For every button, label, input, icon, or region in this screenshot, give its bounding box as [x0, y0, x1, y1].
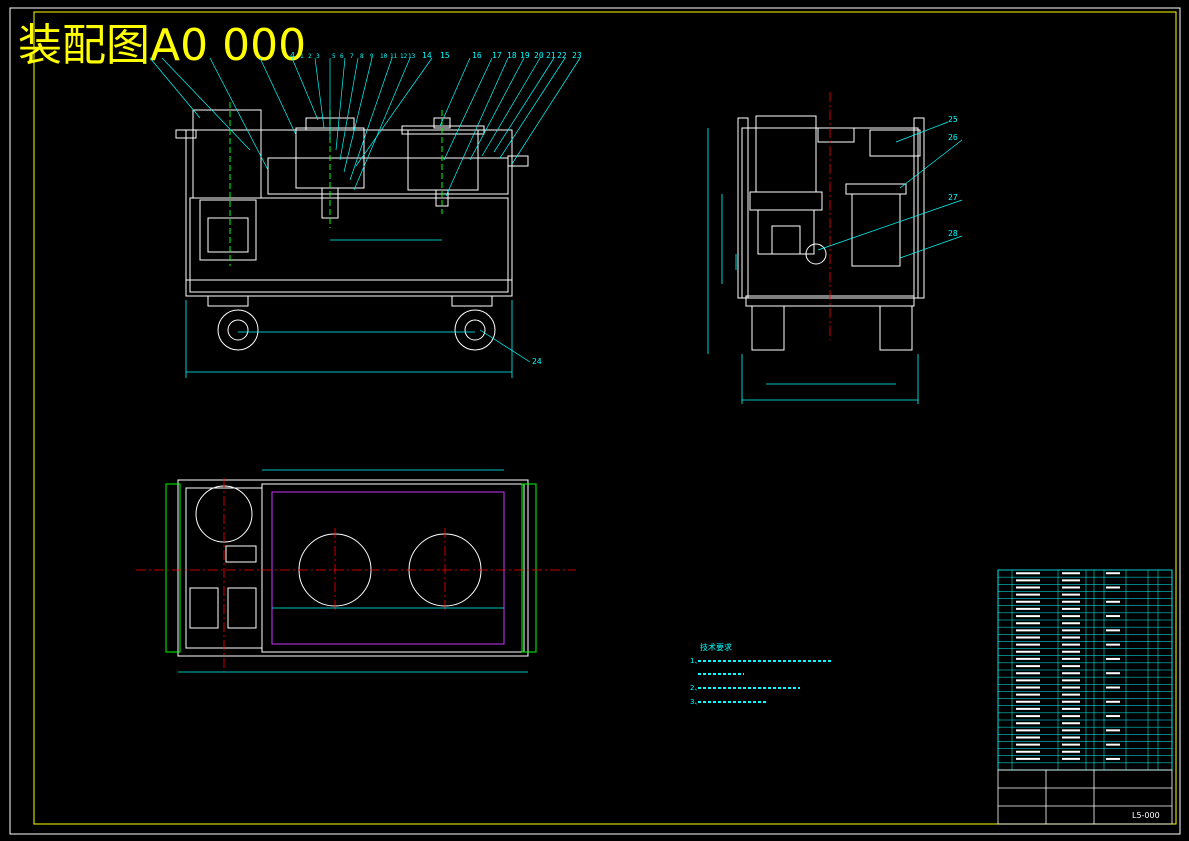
balloon-20: 20: [534, 51, 544, 60]
balloon-26: 26: [948, 133, 958, 142]
balloon-2: 2: [308, 53, 312, 60]
sheet-border: [9, 7, 1181, 835]
balloon-16: 16: [472, 51, 482, 60]
drawing-frame: [33, 11, 1177, 825]
top-view-inner: [271, 491, 505, 645]
side-view: [737, 115, 925, 351]
side-leaders: [817, 121, 963, 259]
balloon-28: 28: [948, 229, 958, 238]
balloon-4: 4: [290, 51, 295, 60]
balloon-9: 9: [370, 53, 374, 60]
balloon-24: 24: [532, 357, 542, 366]
front-dimensions: [185, 239, 513, 378]
balloon-3: 3: [316, 53, 320, 60]
note-3: 3、: [690, 698, 701, 706]
front-leaders: [149, 57, 581, 363]
balloon-1: 1: [300, 53, 304, 60]
balloon-19: 19: [520, 51, 530, 60]
balloon-27: 27: [948, 193, 958, 202]
balloon-15: 15: [440, 51, 450, 60]
top-view-rails: [165, 483, 537, 653]
balloon-23: 23: [572, 51, 582, 60]
bom-table: [997, 569, 1173, 771]
side-balloon-labels: 25 26 27 28: [948, 115, 958, 238]
balloon-10: 10: [380, 53, 388, 60]
side-dimensions: [707, 128, 919, 404]
title-block-number: L5-000: [1132, 811, 1160, 820]
top-dimensions: [178, 469, 528, 673]
technical-notes: 技术要求 1、 2、 3、: [690, 642, 832, 706]
top-view: [177, 479, 529, 657]
balloon-22: 22: [557, 51, 567, 60]
balloon-6: 6: [340, 53, 344, 60]
balloon-8: 8: [360, 53, 364, 60]
balloon-5: 5: [332, 53, 336, 60]
notes-title: 技术要求: [700, 642, 732, 652]
balloon-7: 7: [350, 53, 354, 60]
balloon-21: 21: [546, 51, 556, 60]
note-2: 2、: [690, 684, 701, 692]
balloon-17: 17: [492, 51, 502, 60]
note-1: 1、: [690, 657, 701, 665]
balloon-18: 18: [507, 51, 517, 60]
top-center-lines: [136, 478, 576, 672]
title-block: [997, 769, 1173, 825]
front-center-lines: [229, 102, 443, 266]
front-view: [175, 109, 529, 351]
balloon-25: 25: [948, 115, 958, 124]
balloon-12: 12: [400, 53, 408, 60]
balloon-13: 13: [408, 53, 416, 60]
balloon-14: 14: [422, 51, 432, 60]
drawing-title: 装配图A0 000: [18, 20, 306, 71]
balloon-11: 11: [390, 53, 398, 60]
